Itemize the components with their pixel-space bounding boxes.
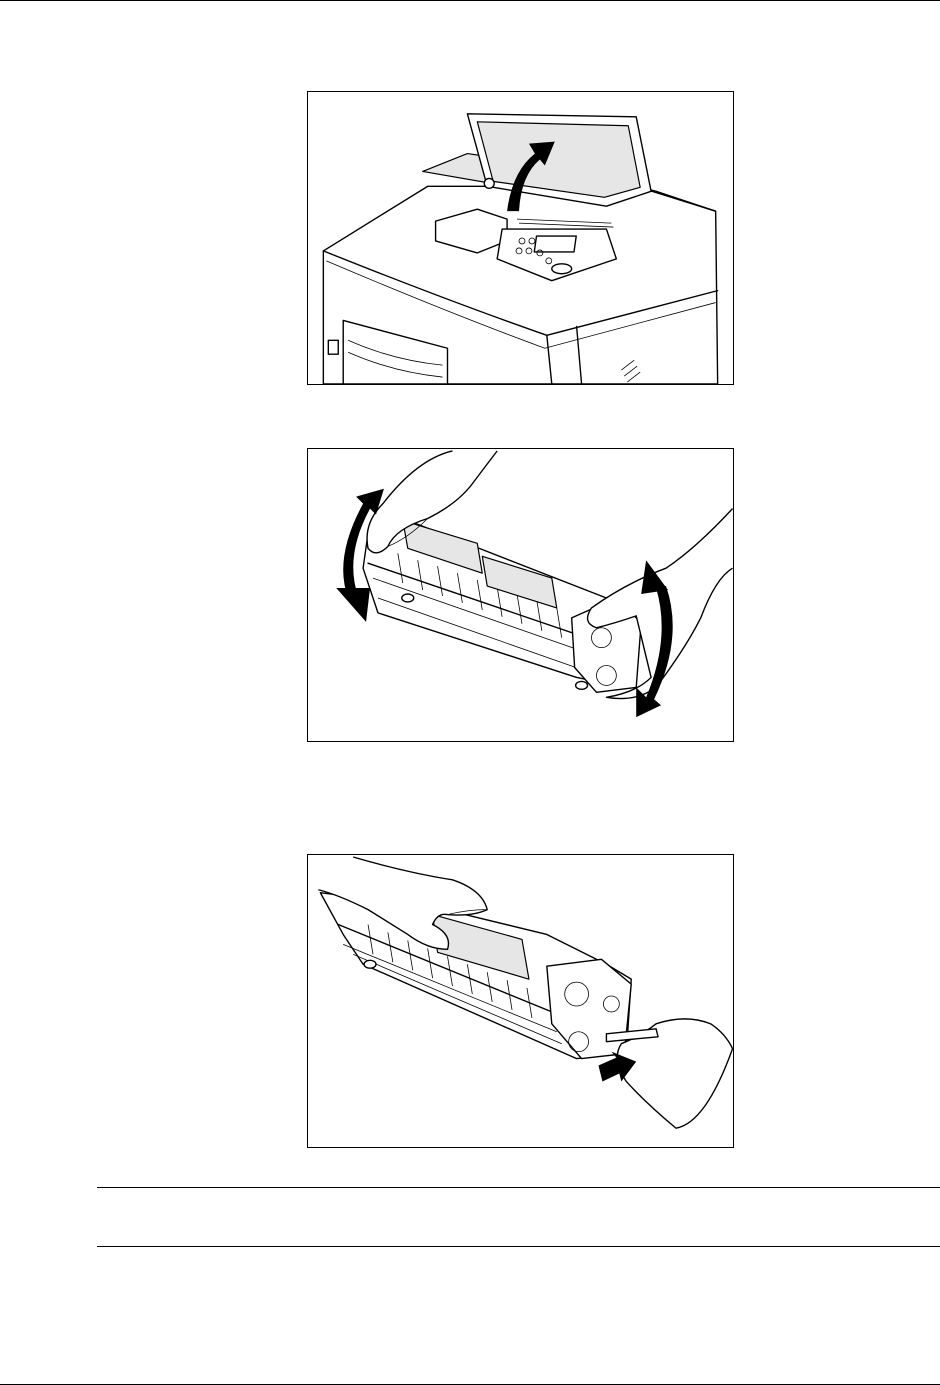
figure-pull-toner-seal bbox=[307, 854, 734, 1148]
figure-shake-toner-cartridge bbox=[307, 448, 734, 742]
note-box-top-rule bbox=[97, 1187, 940, 1188]
note-box-text bbox=[110, 1200, 930, 1230]
toner-cartridge-shake-illustration bbox=[308, 449, 733, 741]
figure-open-top-cover bbox=[307, 91, 734, 385]
printer-top-cover-open-illustration bbox=[308, 92, 733, 384]
note-box-bottom-rule bbox=[97, 1246, 940, 1247]
toner-seal-removal-illustration bbox=[308, 855, 733, 1147]
page-top-rule bbox=[0, 0, 940, 1]
